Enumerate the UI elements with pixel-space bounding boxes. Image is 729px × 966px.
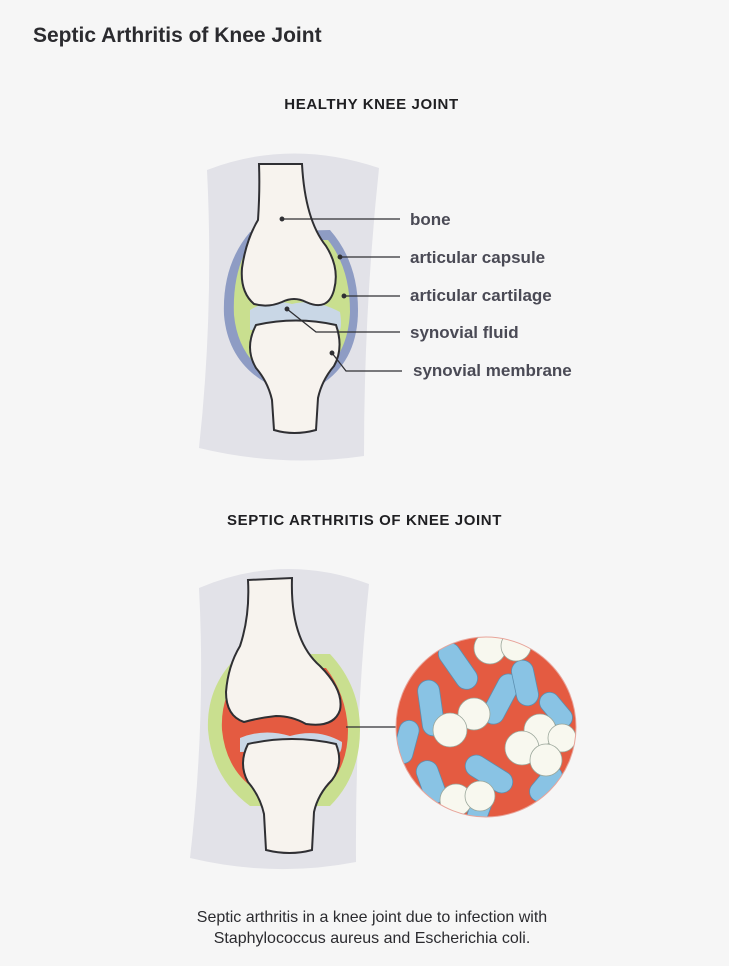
septic-tibia-bone <box>242 738 341 854</box>
caption-line-2: Staphylococcus aureus and Escherichia co… <box>213 930 531 947</box>
page-title: Septic Arthritis of Knee Joint <box>33 24 322 47</box>
figure-caption: Septic arthritis in a knee joint due to … <box>0 907 729 949</box>
label-synovial-membrane: synovial membrane <box>413 361 572 380</box>
healthy-knee-heading: HEALTHY KNEE JOINT <box>284 96 459 113</box>
staphylococcus-cocci <box>432 637 576 817</box>
label-articular-cartilage: articular cartilage <box>410 286 552 305</box>
septic-knee-heading: SEPTIC ARTHRITIS OF KNEE JOINT <box>227 512 502 529</box>
label-bone: bone <box>410 210 451 229</box>
microscope-circle-outline <box>395 636 577 818</box>
septic-femur-bone <box>224 576 342 726</box>
healthy-leader-lines <box>279 216 402 372</box>
septic-knee-illustration <box>190 568 396 870</box>
healthy-knee-illustration: bone articular capsule articular cartila… <box>199 153 572 461</box>
bacteria-microscopic-view <box>395 636 577 818</box>
femur-bone <box>240 163 337 307</box>
caption-line-1: Septic arthritis in a knee joint due to … <box>196 909 548 926</box>
label-articular-capsule: articular capsule <box>410 248 545 267</box>
tibia-bone <box>249 319 341 434</box>
label-synovial-fluid: synovial fluid <box>410 323 519 342</box>
